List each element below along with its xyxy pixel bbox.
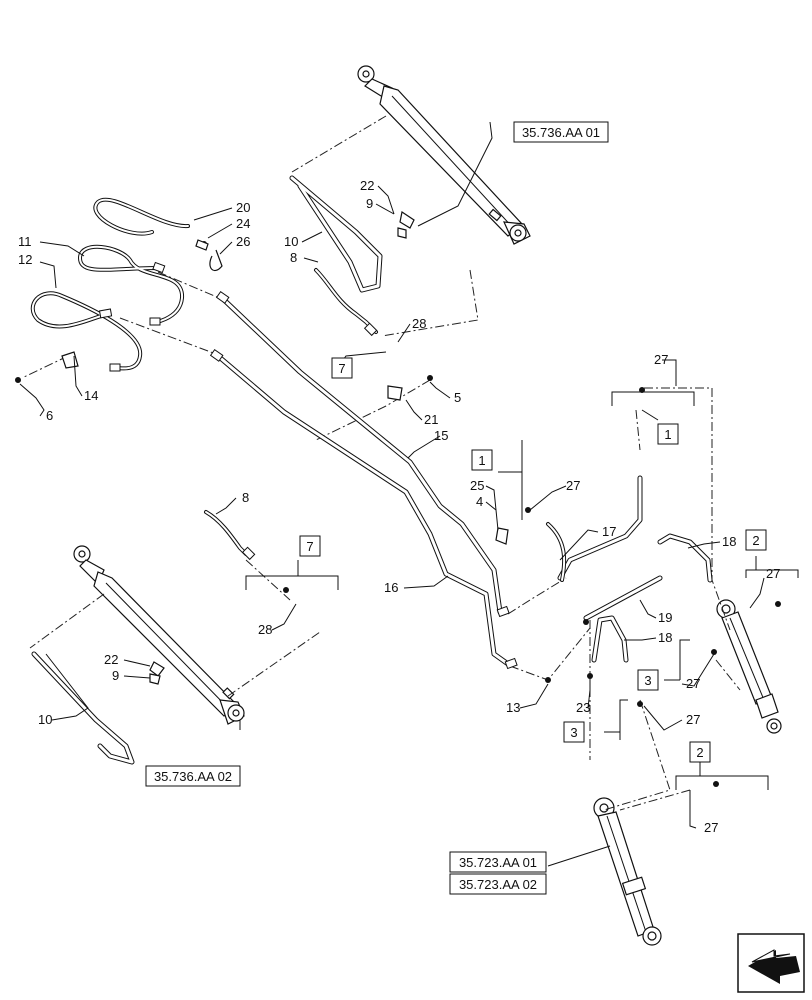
callout-4: 4 [476,494,483,509]
callout-10-upper: 10 [284,234,298,249]
callout-6: 6 [46,408,53,423]
ref-35-736-aa-01[interactable]: 35.736.AA 01 [522,125,600,140]
lower-boom-cylinder [73,545,245,725]
callout-11: 11 [18,234,32,249]
ref-35-723-aa-02[interactable]: 35.723.AA 02 [459,877,537,892]
box-7-upper: 7 [338,361,345,376]
callout-20: 20 [236,200,250,215]
callout-15: 15 [434,428,448,443]
callout-19: 19 [658,610,672,625]
callout-5: 5 [454,390,461,405]
callout-8-upper: 8 [290,250,297,265]
flexible-hoses [30,197,567,582]
boxed-numbers: 1 1 7 7 2 2 3 3 [299,357,767,763]
leader-lines [19,121,765,867]
callout-21: 21 [424,412,438,427]
callout-28-lower: 28 [258,622,272,637]
callout-27-far: 27 [766,566,780,581]
box-2-right: 2 [752,533,759,548]
box-3-right: 3 [644,673,651,688]
box-3-left: 3 [570,725,577,740]
callout-numbers: 20 24 26 11 12 6 14 10 8 22 9 28 5 21 15… [18,178,780,835]
callout-23: 23 [576,700,590,715]
right-cylinder [716,599,782,734]
assembly-links [21,115,741,811]
callout-17: 17 [602,524,616,539]
callout-27-lower: 27 [686,712,700,727]
callout-9-lower: 9 [112,668,119,683]
box-2-bottom: 2 [696,745,703,760]
upper-boom-cylinder [357,65,531,245]
ref-35-736-aa-02[interactable]: 35.736.AA 02 [154,769,232,784]
fittings [15,211,781,787]
callout-13: 13 [506,700,520,715]
box-1-top: 1 [664,427,671,442]
callout-10-lower: 10 [38,712,52,727]
box-7-lower: 7 [306,539,313,554]
callout-22-lower: 22 [104,652,118,667]
callout-27-right: 27 [686,676,700,691]
reference-labels: 35.736.AA 01 35.736.AA 02 35.723.AA 01 3… [145,121,609,895]
callout-27-bottom: 27 [704,820,718,835]
callout-8-lower: 8 [242,490,249,505]
bottom-cylinder [593,797,662,946]
callout-24: 24 [236,216,250,231]
callout-18-upper: 18 [722,534,736,549]
box-1-mid: 1 [478,453,485,468]
arrow-navigation-icon[interactable] [737,933,805,993]
ref-35-723-aa-01[interactable]: 35.723.AA 01 [459,855,537,870]
callout-22-upper: 22 [360,178,374,193]
callout-16: 16 [384,580,398,595]
callout-18-lower: 18 [658,630,672,645]
callout-26: 26 [236,234,250,249]
steel-tubes [31,175,713,765]
callout-9-upper: 9 [366,196,373,211]
callout-28-upper: 28 [412,316,426,331]
callout-14: 14 [84,388,98,403]
callout-27-top: 27 [654,352,668,367]
brackets [245,351,799,790]
callout-12: 12 [18,252,32,267]
callout-27-mid: 27 [566,478,580,493]
callout-25: 25 [470,478,484,493]
